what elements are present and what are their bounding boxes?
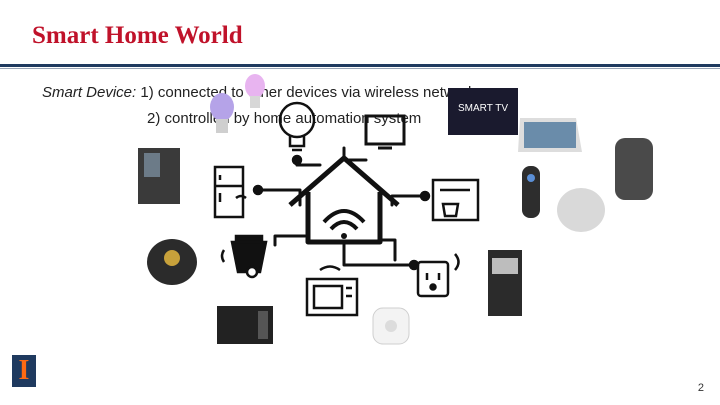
- connector-micro: [378, 238, 397, 262]
- smart-tv-photo: [448, 88, 518, 135]
- connector-plug: [342, 240, 416, 267]
- university-logo: I: [12, 355, 36, 387]
- microwave-icon: [305, 265, 359, 317]
- definition-term: Smart Device:: [42, 84, 137, 101]
- coffee-maker-icon: [419, 178, 480, 222]
- house-wifi-icon: [288, 155, 400, 245]
- page-number: 2: [697, 382, 704, 394]
- robot-vacuum-icon: [220, 234, 268, 279]
- tv-icon: [364, 114, 406, 150]
- fridge-icon: [213, 165, 264, 219]
- smart-tv-label: SMART TV: [458, 103, 508, 114]
- title-divider: [0, 64, 720, 67]
- title-divider-thin: [0, 68, 720, 69]
- connector-fridge: [256, 188, 302, 207]
- smart-bulb-photo-2: [245, 74, 265, 98]
- smart-bulb-photo: [210, 93, 234, 121]
- connector-trash: [273, 234, 307, 247]
- smart-plug-icon: [408, 253, 460, 298]
- light-bulb-icon: [278, 101, 316, 166]
- logo-mark: I: [18, 355, 30, 386]
- video-doorbell-photo: [522, 166, 540, 218]
- device-photos: SMART TV: [138, 74, 653, 345]
- smart-speaker-photo: [615, 138, 653, 200]
- slide-title: Smart Home World: [32, 22, 243, 49]
- smart-speaker-mini-photo: [557, 188, 605, 232]
